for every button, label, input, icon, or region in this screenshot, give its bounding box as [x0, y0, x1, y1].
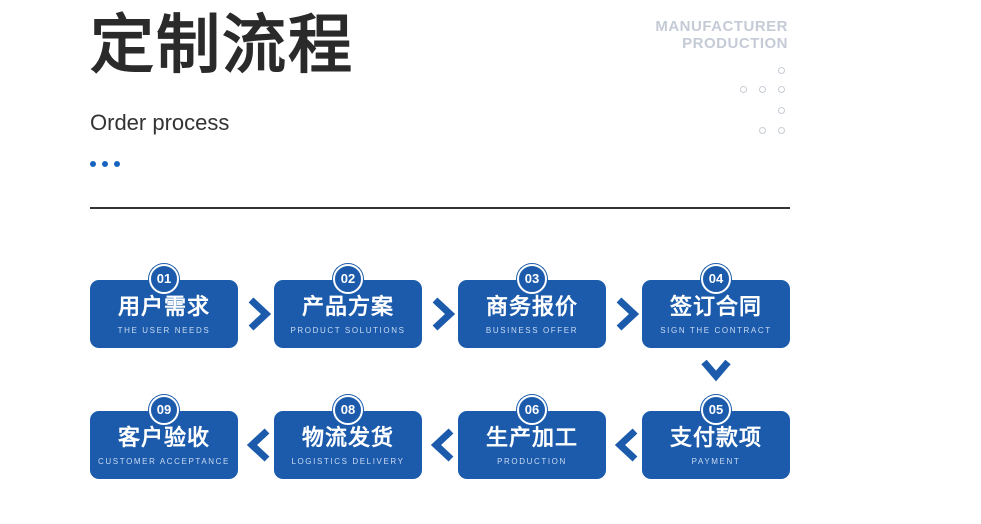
step-number-badge: 01: [149, 264, 179, 294]
chevron-left-icon: [246, 428, 272, 462]
chevron-left-icon: [614, 428, 640, 462]
step-09: 09 客户验收 CUSTOMER ACCEPTANCE: [90, 395, 238, 479]
step-03: 03 商务报价 BUSINESS OFFER: [458, 264, 606, 348]
decor-dot: [778, 86, 785, 93]
step-title: 签订合同: [669, 295, 762, 320]
chevron-down-icon: [701, 358, 731, 382]
step-08: 08 物流发货 LOGISTICS DELIVERY: [274, 395, 422, 479]
decor-dot: [778, 127, 785, 134]
step-title: 产品方案: [301, 295, 394, 320]
chevron-right-icon: [430, 297, 456, 331]
decor-dot: [778, 67, 785, 74]
step-number-badge: 03: [517, 264, 547, 294]
section-divider: [90, 207, 790, 209]
step-number-badge: 02: [333, 264, 363, 294]
decor-dot: [759, 127, 766, 134]
chevron-right-icon: [246, 297, 272, 331]
step-number-badge: 04: [701, 264, 731, 294]
step-05: 05 支付款项 PAYMENT: [642, 395, 790, 479]
step-title: 物流发货: [301, 426, 394, 451]
accent-dot: [102, 161, 108, 167]
step-subtitle: PRODUCT SOLUTIONS: [290, 326, 406, 335]
step-subtitle: SIGN THE CONTRACT: [660, 326, 772, 335]
decor-dot: [759, 86, 766, 93]
step-title: 商务报价: [485, 295, 578, 320]
decor-dot: [740, 86, 747, 93]
step-02: 02 产品方案 PRODUCT SOLUTIONS: [274, 264, 422, 348]
step-subtitle: PAYMENT: [691, 457, 741, 466]
decor-dot: [778, 107, 785, 114]
brand-line-1: MANUFACTURER: [655, 18, 788, 35]
step-number-badge: 08: [333, 395, 363, 425]
step-subtitle: BUSINESS OFFER: [485, 326, 579, 335]
step-title: 支付款项: [669, 426, 762, 451]
accent-dot: [114, 161, 120, 167]
step-title: 用户需求: [117, 295, 210, 320]
step-title: 客户验收: [117, 426, 210, 451]
step-number-badge: 05: [701, 395, 731, 425]
step-title: 生产加工: [485, 426, 578, 451]
accent-dot: [90, 161, 96, 167]
step-subtitle: THE USER NEEDS: [117, 326, 211, 335]
accent-dots: [90, 161, 120, 167]
chevron-right-icon: [614, 297, 640, 331]
step-number-badge: 06: [517, 395, 547, 425]
step-01: 01 用户需求 THE USER NEEDS: [90, 264, 238, 348]
step-subtitle: CUSTOMER ACCEPTANCE: [98, 457, 230, 466]
brand-line-2: PRODUCTION: [682, 35, 788, 52]
step-subtitle: PRODUCTION: [497, 457, 567, 466]
page-subtitle: Order process: [90, 110, 230, 135]
step-06: 06 生产加工 PRODUCTION: [458, 395, 606, 479]
brand-text: MANUFACTURER PRODUCTION: [655, 18, 788, 52]
step-04: 04 签订合同 SIGN THE CONTRACT: [642, 264, 790, 348]
page-title: 定制流程: [90, 9, 354, 83]
step-number-badge: 09: [149, 395, 179, 425]
step-subtitle: LOGISTICS DELIVERY: [291, 457, 405, 466]
chevron-left-icon: [430, 428, 456, 462]
